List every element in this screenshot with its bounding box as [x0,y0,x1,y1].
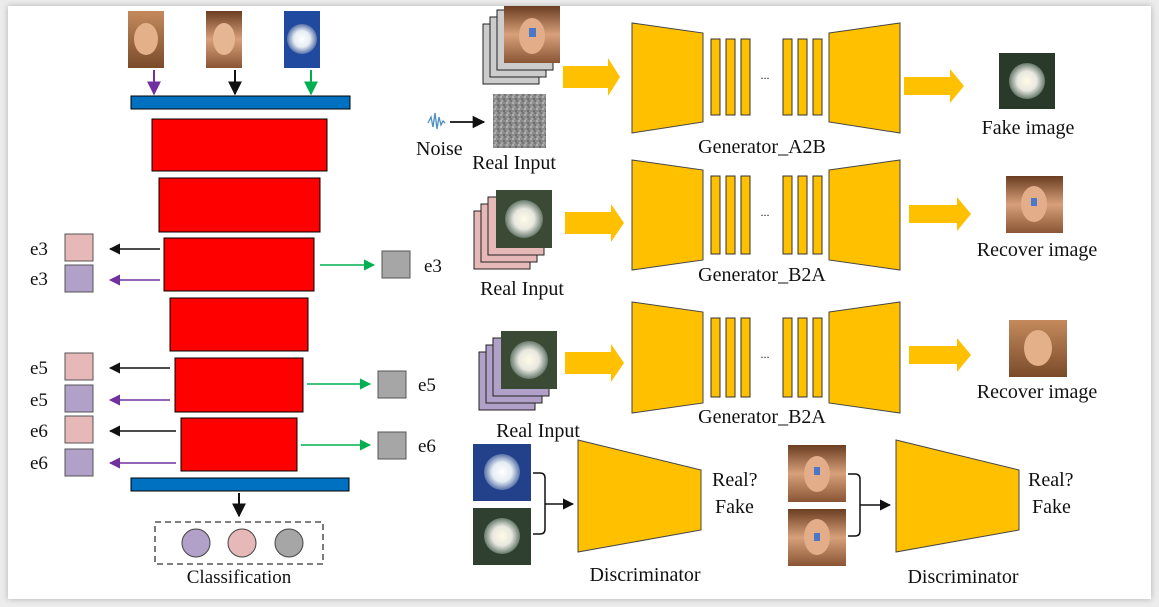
feature-square-pink [64,233,94,262]
generator-a2b-row: Noise Real Input ... Generator_A2B Fake … [416,6,1074,174]
input-face-male-image [128,11,164,68]
encoder-layer-1 [151,118,328,172]
fake-image-label: Fake image [982,117,1075,139]
merge-bracket [848,473,861,537]
fake-label: Fake [715,496,754,518]
encoder-layer-5 [174,357,304,413]
orange-arrow [909,197,971,231]
class-circle-purple [181,528,211,558]
class-circle-gray [274,528,304,558]
class-circle-pink [227,528,257,558]
encoder-layer-3 [163,237,315,292]
input-bar [130,95,351,110]
ellipsis: ... [761,347,770,361]
face-image-2 [788,509,846,566]
input-face-female-image [206,11,242,68]
generator-b2a-row-1: Real Input ... Generator_B2A Recover ima… [473,159,1098,300]
generator-b2a-row-2: Real Input ... Generator_B2A Recover ima… [478,301,1098,442]
flower-image-2 [473,508,531,565]
e6-label-right: e6 [418,436,436,457]
real-input-face-image [504,6,560,63]
generator-encoder-trapezoid [631,159,704,271]
e5-label-a: e5 [30,358,48,379]
feature-square-gray [377,431,407,460]
orange-arrow [565,204,624,242]
e3-label-a: e3 [30,239,48,260]
encoder-layer-2 [158,177,321,233]
noise-image [493,94,546,148]
output-bar [130,477,350,492]
face-image-1 [788,445,846,502]
real-input-label: Real Input [472,152,556,174]
flower-image-1 [473,444,531,501]
e5-label-b: e5 [30,390,48,411]
feature-square-purple [64,264,94,293]
encoder-network: e3 e3 e3 e5 e5 e5 e6 e6 e6 Classificatio… [30,11,442,588]
real-input-label: Real Input [496,420,580,442]
fake-image-flower [999,53,1055,109]
orange-arrow [909,338,971,372]
diagram-canvas: e3 e3 e3 e5 e5 e5 e6 e6 e6 Classificatio… [8,6,1151,599]
feature-square-pink [64,415,94,444]
ellipsis: ... [761,205,770,219]
recover-image-label: Recover image [977,239,1098,261]
classification-box [154,521,324,565]
discriminator-trapezoid [895,439,1020,553]
real-question-label: Real? [1028,469,1074,491]
input-flower-image [284,11,320,68]
recover-image-face [1009,320,1067,377]
real-input-label: Real Input [480,278,564,300]
fake-label: Fake [1032,496,1071,518]
discriminator-left: Real? Fake Discriminator [473,439,758,586]
feature-square-purple [64,384,94,413]
e6-label-a: e6 [30,421,48,442]
generator-encoder-trapezoid [631,22,704,134]
feature-square-purple [64,448,94,477]
discriminator-trapezoid [577,439,702,553]
generator-encoder-trapezoid [631,301,704,414]
orange-arrow [565,344,624,382]
generator-b2a-label: Generator_B2A [698,406,826,428]
discriminator-right: Real? Fake Discriminator [788,439,1074,588]
generator-b2a-label: Generator_B2A [698,264,826,286]
e3-label-b: e3 [30,269,48,290]
classification-label: Classification [187,567,292,588]
generator-decoder-trapezoid [828,159,901,271]
merge-bracket [533,472,546,535]
encoder-layer-4 [169,297,309,352]
generator-a2b-label: Generator_A2B [698,136,826,158]
orange-arrow [563,58,620,96]
feature-square-pink [64,352,94,381]
e5-label-right: e5 [418,375,436,396]
e6-label-b: e6 [30,453,48,474]
ellipsis: ... [761,68,770,82]
discriminator-label: Discriminator [907,566,1018,588]
noise-label: Noise [416,138,463,160]
generator-decoder-trapezoid [828,301,901,414]
recover-image-label: Recover image [977,381,1098,403]
recover-image-face [1006,176,1063,233]
noise-wave-icon [427,112,446,130]
e3-label-right: e3 [424,256,442,277]
encoder-layer-6 [180,417,298,472]
real-input-flower-image [496,190,552,248]
feature-square-gray [377,370,407,399]
generator-decoder-trapezoid [828,22,901,134]
real-input-flower-image [501,331,557,389]
orange-arrow [904,69,964,103]
feature-square-gray [381,250,411,279]
real-question-label: Real? [712,469,758,491]
discriminator-label: Discriminator [589,564,700,586]
